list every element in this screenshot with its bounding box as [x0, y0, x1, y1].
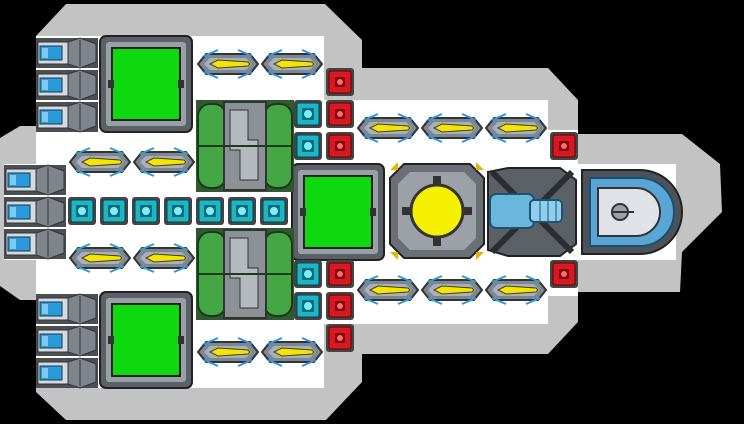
thruster-icon: [35, 37, 99, 69]
laser-cannon-icon: [69, 243, 131, 273]
armor-cyan-icon: [67, 196, 97, 226]
thruster-icon: [35, 293, 99, 325]
armor-cyan-icon: [99, 196, 129, 226]
laser-cannon-icon: [197, 49, 259, 79]
laser-cannon-icon: [197, 337, 259, 367]
thruster-icon: [35, 357, 99, 389]
reactor-core-icon: [389, 162, 485, 260]
armor-red-icon: [549, 259, 579, 289]
armor-cyan-icon: [293, 291, 323, 321]
thruster-icon: [35, 69, 99, 101]
armor-cyan-icon: [259, 196, 289, 226]
armor-cyan-icon: [293, 131, 323, 161]
armor-red-icon: [325, 99, 355, 129]
laser-cannon-icon: [357, 275, 419, 305]
laser-cannon-icon: [421, 113, 483, 143]
laser-cannon-icon: [421, 275, 483, 305]
shield-generator-icon: [99, 35, 193, 133]
armor-cyan-icon: [293, 99, 323, 129]
armor-cyan-icon: [163, 196, 193, 226]
armor-red-icon: [325, 67, 355, 97]
armor-red-icon: [325, 259, 355, 289]
tractor-beam-icon: [487, 167, 577, 257]
thruster-icon: [35, 325, 99, 357]
laser-cannon-icon: [133, 147, 195, 177]
thruster-icon: [3, 164, 67, 196]
thruster-icon: [35, 101, 99, 133]
armor-red-icon: [549, 131, 579, 161]
laser-cannon-icon: [261, 337, 323, 367]
fuel-tank-icon: [195, 99, 295, 193]
fuel-tank-icon: [195, 227, 295, 321]
armor-cyan-icon: [227, 196, 257, 226]
armor-cyan-icon: [131, 196, 161, 226]
thruster-icon: [3, 196, 67, 228]
armor-cyan-icon: [195, 196, 225, 226]
laser-cannon-icon: [69, 147, 131, 177]
laser-cannon-icon: [485, 113, 547, 143]
shield-generator-icon: [99, 291, 193, 389]
armor-red-icon: [325, 323, 355, 353]
thruster-icon: [3, 228, 67, 260]
bridge-cockpit-icon: [581, 169, 683, 255]
laser-cannon-icon: [485, 275, 547, 305]
thruster-group-top: [35, 37, 99, 133]
laser-cannon-icon: [357, 113, 419, 143]
thruster-group-bottom: [35, 293, 99, 389]
laser-cannon-icon: [261, 49, 323, 79]
armor-cyan-icon: [293, 259, 323, 289]
thruster-group-middle: [3, 164, 67, 260]
shield-generator-icon: [291, 163, 385, 261]
armor-red-icon: [325, 131, 355, 161]
laser-cannon-icon: [133, 243, 195, 273]
armor-red-icon: [325, 291, 355, 321]
